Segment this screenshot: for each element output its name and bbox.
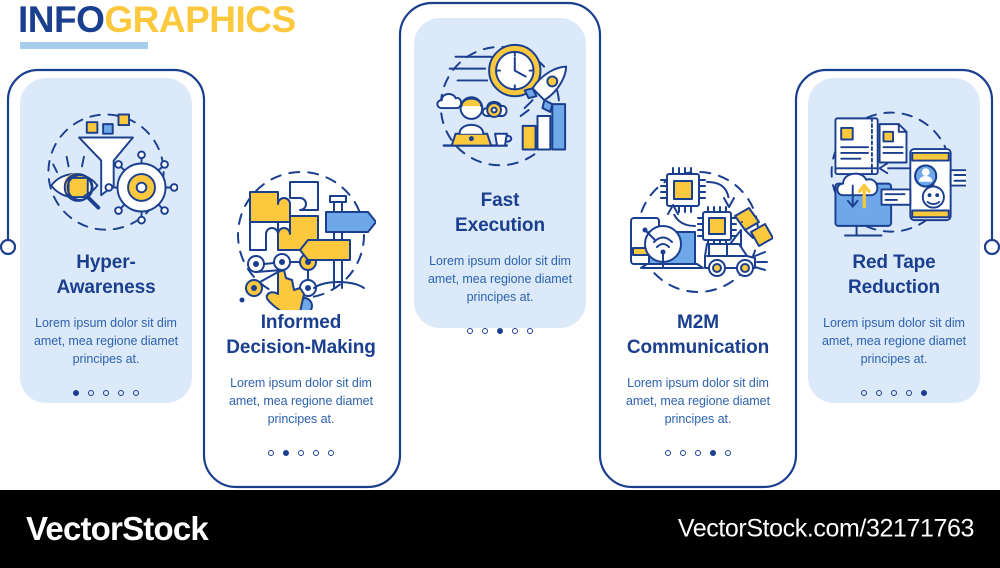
card-title-line2: Communication [626, 337, 770, 358]
card-title: Fast Execution [455, 188, 545, 238]
step-dot-5[interactable] [328, 450, 334, 456]
illustration-chip-satellite-car [622, 160, 774, 310]
step-dot-2[interactable] [283, 450, 289, 456]
card-title-line1: Informed [260, 312, 342, 333]
step-indicator[interactable] [861, 390, 927, 396]
card-title-line1: Red Tape [852, 252, 936, 273]
card-title-line2: Awareness [56, 277, 156, 298]
step-indicator[interactable] [467, 328, 533, 334]
page-title-part-one: INFO [18, 0, 105, 40]
card-title: Informed Decision-Making [226, 310, 376, 360]
card-title-line1: Fast [480, 190, 520, 211]
illustration-puzzle-signpost [225, 160, 377, 310]
step-dot-5[interactable] [133, 390, 139, 396]
step-indicator[interactable] [665, 450, 731, 456]
step-dot-1[interactable] [861, 390, 867, 396]
illustration-eye-funnel-gear [34, 100, 178, 250]
step-dot-3[interactable] [103, 390, 109, 396]
step-dot-5[interactable] [921, 390, 927, 396]
step-dot-1[interactable] [73, 390, 79, 396]
card-m2m-communication[interactable]: M2M Communication Lorem ipsum dolor sit … [610, 140, 786, 465]
step-dot-2[interactable] [88, 390, 94, 396]
page-title-part-two: GRAPHICS [104, 0, 296, 40]
card-body-text: Lorem ipsum dolor sit dim amet, mea regi… [625, 376, 770, 426]
card-informed-decision-making[interactable]: Informed Decision-Making Lorem ipsum dol… [213, 140, 389, 465]
card-hyper-awareness[interactable]: Hyper- Awareness Lorem ipsum dolor sit d… [20, 78, 192, 403]
watermark-bar: VectorStock VectorStock.com/32171763 [0, 490, 1000, 568]
step-dot-4[interactable] [313, 450, 319, 456]
card-body-text: Lorem ipsum dolor sit dim amet, mea regi… [228, 376, 373, 426]
card-fast-execution[interactable]: Fast Execution Lorem ipsum dolor sit dim… [414, 18, 586, 334]
card-title: M2M Communication [627, 310, 769, 360]
connector-endpoint-left [0, 238, 17, 256]
card-title-line2: Execution [455, 215, 545, 236]
step-dot-1[interactable] [665, 450, 671, 456]
step-dot-4[interactable] [118, 390, 124, 396]
step-dot-1[interactable] [467, 328, 473, 334]
step-dot-4[interactable] [710, 450, 716, 456]
illustration-clock-rocket-chart [426, 38, 574, 188]
card-body-text: Lorem ipsum dolor sit dim amet, mea regi… [427, 254, 572, 304]
card-title-line2: Decision-Making [226, 337, 376, 358]
step-dot-3[interactable] [891, 390, 897, 396]
card-title-line2: Reduction [848, 277, 940, 298]
card-title-line1: M2M [677, 312, 719, 333]
watermark-logo: VectorStock [26, 510, 209, 547]
connector-endpoint-right [983, 238, 1000, 256]
step-dot-1[interactable] [268, 450, 274, 456]
step-dot-3[interactable] [497, 328, 503, 334]
step-dot-3[interactable] [695, 450, 701, 456]
step-dot-4[interactable] [906, 390, 912, 396]
watermark-url: VectorStock.com/32171763 [677, 514, 975, 543]
card-title-line1: Hyper- [76, 252, 136, 273]
step-dot-2[interactable] [482, 328, 488, 334]
step-dot-2[interactable] [680, 450, 686, 456]
step-dot-5[interactable] [527, 328, 533, 334]
step-dot-2[interactable] [876, 390, 882, 396]
step-indicator[interactable] [73, 390, 139, 396]
step-indicator[interactable] [268, 450, 334, 456]
card-body-text: Lorem ipsum dolor sit dim amet, mea regi… [822, 316, 967, 366]
card-red-tape-reduction[interactable]: Red Tape Reduction Lorem ipsum dolor sit… [808, 78, 980, 403]
card-title: Red Tape Reduction [848, 250, 940, 300]
step-dot-4[interactable] [512, 328, 518, 334]
card-body-text: Lorem ipsum dolor sit dim amet, mea regi… [34, 316, 179, 366]
step-dot-3[interactable] [298, 450, 304, 456]
step-dot-5[interactable] [725, 450, 731, 456]
page-title: INFOGRAPHICS [18, 0, 296, 40]
illustration-documents-cloud-chat [822, 100, 966, 250]
title-underline-rule [20, 42, 148, 49]
card-title: Hyper- Awareness [56, 250, 155, 300]
